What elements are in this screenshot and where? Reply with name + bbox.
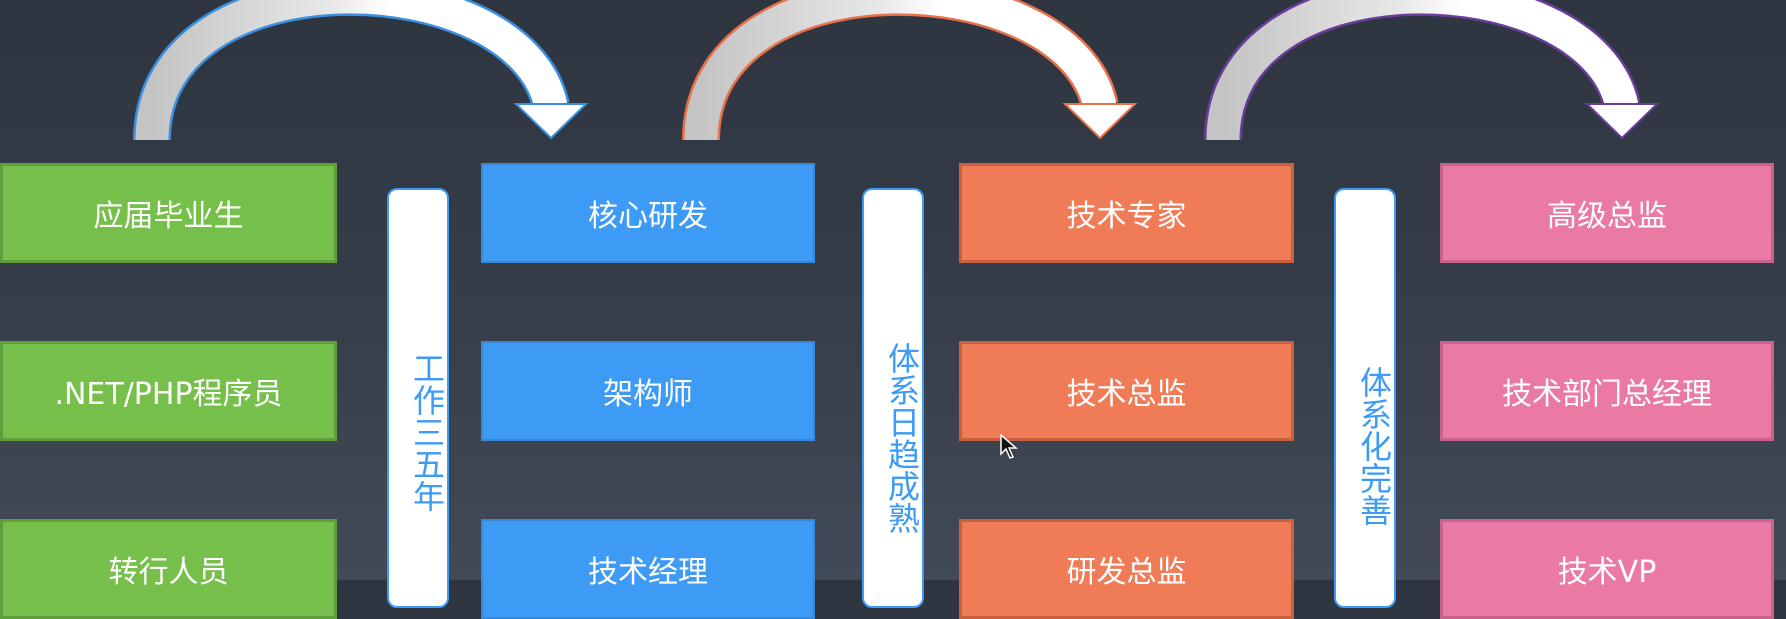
curved-arrow-icon [133,0,589,141]
stage-pillar-3: 体系化完善 [1334,188,1396,608]
box-label: 技术VP [1557,555,1657,590]
box-label: 应届毕业生 [93,199,244,234]
curved-arrow-icon [682,0,1138,141]
box-label: 研发总监 [1066,555,1187,590]
career-box-architect: 架构师 [481,341,815,441]
mouse-cursor-icon [1000,434,1019,459]
career-box-tech-vp: 技术VP [1440,519,1774,619]
transition-arrows [133,0,1660,141]
box-label: 高级总监 [1547,199,1667,234]
stage-pillar-2: 体系日趋成熟 [862,188,924,608]
box-label: 核心研发 [588,199,708,234]
box-label: 转行人员 [108,555,229,590]
career-box-tech-manager: 技术经理 [481,519,815,619]
pillar-label: 体系化完善 [1355,366,1393,526]
career-box-career-changer: 转行人员 [0,519,337,619]
career-box-senior-director: 高级总监 [1440,163,1774,263]
box-label: 架构师 [603,377,693,412]
career-box-tech-expert: 技术专家 [959,163,1294,263]
career-box-core-dev: 核心研发 [481,163,815,263]
career-box-dept-gm: 技术部门总经理 [1440,341,1774,441]
box-label: .NET/PHP程序员 [54,377,283,412]
box-label: 技术专家 [1066,199,1187,234]
box-label: 技术经理 [588,555,708,590]
stage-pillar-1: 工作三五年 [387,188,449,608]
career-box-graduate: 应届毕业生 [0,163,337,263]
career-box-programmer: .NET/PHP程序员 [0,341,337,441]
career-box-rd-director: 研发总监 [959,519,1294,619]
box-label: 技术总监 [1066,377,1187,412]
pillar-label: 工作三五年 [408,352,446,512]
curved-arrow-icon [1204,0,1660,141]
career-box-cto: 技术总监 [959,341,1294,441]
box-label: 技术部门总经理 [1502,377,1712,412]
pillar-label: 体系日趋成熟 [883,342,921,534]
